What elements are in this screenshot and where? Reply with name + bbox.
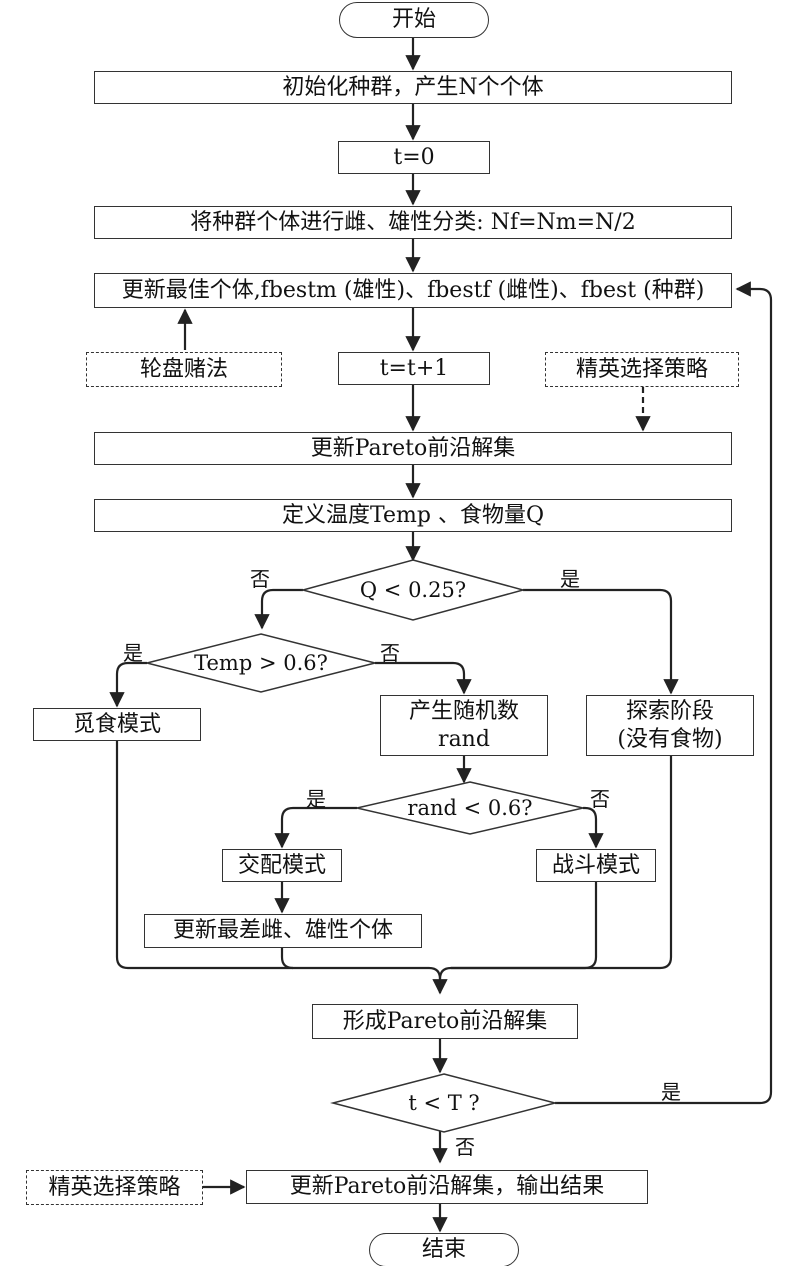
- roulette-box: 轮盘赌法: [86, 352, 282, 387]
- t-yes-label: 是: [661, 1080, 681, 1104]
- t0-label: t=0: [393, 144, 435, 170]
- mating-label: 交配模式: [237, 852, 326, 878]
- end-terminal: 结束: [369, 1233, 519, 1266]
- rand-gen-label-2: rand: [438, 726, 490, 752]
- update-worst-label: 更新最差雌、雄性个体: [172, 918, 393, 944]
- form-pareto-label: 形成Pareto前沿解集: [342, 1008, 548, 1034]
- explore-box: 探索阶段 (没有食物): [586, 695, 754, 756]
- classify-box: 将种群个体进行雌、雄性分类: Nf=Nm=N/2: [94, 206, 732, 239]
- update-best-box: 更新最佳个体,fbestm (雄性)、fbestf (雌性)、fbest (种群…: [94, 273, 732, 308]
- update-best-label: 更新最佳个体,fbestm (雄性)、fbestf (雌性)、fbest (种群…: [121, 277, 705, 303]
- tinc-label: t=t+1: [379, 355, 449, 381]
- rand-decision-diamond: [356, 781, 584, 835]
- rand-decision-text: rand < 0.6?: [357, 782, 583, 834]
- q-yes-label: 是: [560, 567, 580, 591]
- start-terminal: 开始: [339, 2, 489, 38]
- define-temp-box: 定义温度Temp 、食物量Q: [94, 499, 732, 532]
- merge-fight: [438, 881, 598, 980]
- define-temp-label: 定义温度Temp 、食物量Q: [282, 502, 544, 528]
- elite-top-label: 精英选择策略: [575, 356, 708, 382]
- end-label: 结束: [421, 1237, 466, 1263]
- classify-label: 将种群个体进行雌、雄性分类: Nf=Nm=N/2: [190, 209, 636, 235]
- roulette-label: 轮盘赌法: [139, 356, 228, 382]
- update-pareto-box: 更新Pareto前沿解集: [94, 432, 732, 465]
- temp-decision-label: Temp > 0.6?: [194, 651, 328, 675]
- rand-yes-label: 是: [306, 787, 326, 811]
- rand-gen-label-1: 产生随机数: [408, 699, 519, 724]
- q-decision-label: Q < 0.25?: [359, 578, 467, 602]
- final-update-box: 更新Pareto前沿解集，输出结果: [246, 1170, 648, 1204]
- temp-decision-text: Temp > 0.6?: [147, 634, 375, 692]
- mating-box: 交配模式: [222, 849, 342, 882]
- update-worst-box: 更新最差雌、雄性个体: [144, 914, 422, 948]
- arrow-rand-yes: [274, 806, 357, 849]
- foraging-box: 觅食模式: [33, 708, 201, 741]
- foraging-label: 觅食模式: [72, 711, 161, 737]
- rand-decision-label: rand < 0.6?: [407, 796, 533, 820]
- q-decision-text: Q < 0.25?: [303, 560, 523, 620]
- update-pareto-label: 更新Pareto前沿解集: [310, 435, 516, 461]
- arrow-q-no: [254, 588, 303, 630]
- t-no-label: 否: [455, 1135, 475, 1159]
- explore-label-1: 探索阶段: [625, 699, 714, 724]
- elite-top-box: 精英选择策略: [545, 352, 739, 387]
- q-decision-diamond: [300, 559, 526, 621]
- start-label: 开始: [391, 7, 436, 33]
- fight-label: 战斗模式: [551, 852, 640, 878]
- arrow-q-yes: [523, 588, 679, 695]
- arrow-temp-no: [375, 661, 472, 695]
- init-box: 初始化种群，产生N个个体: [94, 71, 732, 104]
- temp-no-label: 否: [380, 641, 400, 665]
- t-decision-text: t < T ?: [333, 1074, 555, 1132]
- arrow-t-yes-loop: [555, 281, 773, 1105]
- arrow-temp-yes: [109, 661, 147, 708]
- temp-decision-diamond: [146, 633, 376, 693]
- rand-gen-box: 产生随机数 rand: [380, 695, 548, 756]
- t-decision-diamond: [330, 1073, 558, 1133]
- merge-update-worst: [280, 948, 294, 970]
- q-no-label: 否: [250, 567, 270, 591]
- temp-yes-label: 是: [123, 641, 143, 665]
- elite-bottom-label: 精英选择策略: [48, 1174, 181, 1200]
- form-pareto-box: 形成Pareto前沿解集: [312, 1004, 578, 1039]
- init-label: 初始化种群，产生N个个体: [282, 74, 544, 100]
- t-decision-label: t < T ?: [408, 1091, 480, 1115]
- fight-box: 战斗模式: [536, 849, 656, 882]
- explore-label-2: (没有食物): [617, 726, 723, 752]
- elite-bottom-box: 精英选择策略: [26, 1170, 203, 1205]
- t0-box: t=0: [338, 141, 490, 174]
- rand-no-label: 否: [590, 787, 610, 811]
- arrow-rand-no: [583, 806, 604, 849]
- merge-explore: [451, 756, 673, 970]
- merge-foraging: [115, 741, 448, 995]
- final-update-label: 更新Pareto前沿解集，输出结果: [289, 1174, 605, 1200]
- tinc-box: t=t+1: [338, 352, 490, 385]
